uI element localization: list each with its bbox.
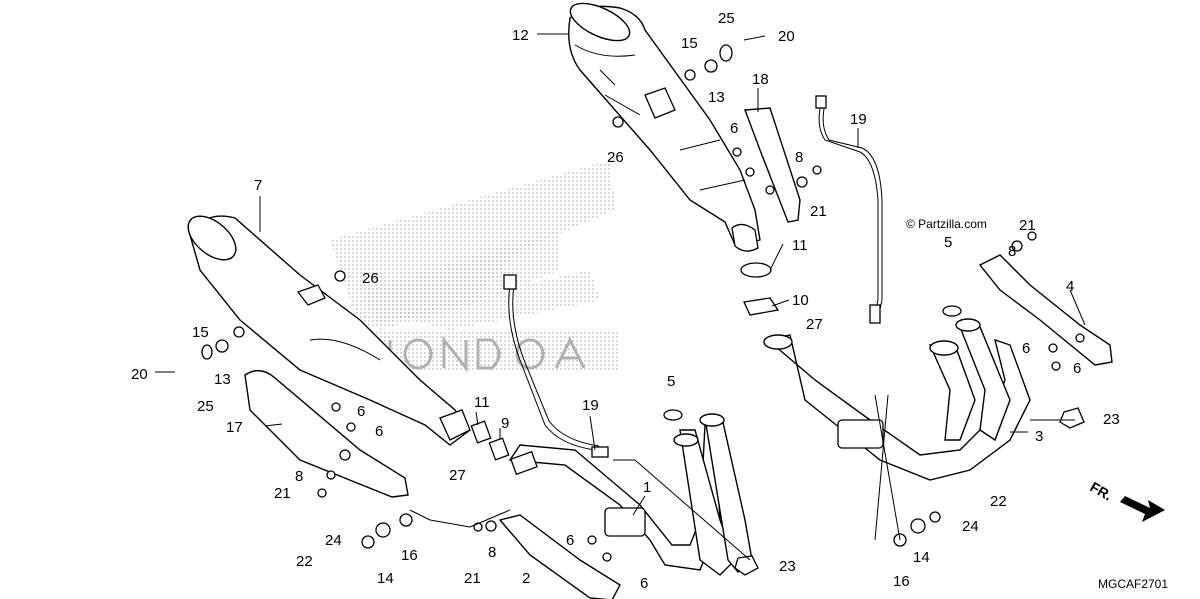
callout-11: 11 [474, 394, 490, 411]
callout-20: 20 [778, 28, 795, 45]
callout-19: 19 [850, 111, 867, 128]
callout-26: 26 [362, 270, 379, 287]
callout-8: 8 [488, 544, 496, 561]
callout-6: 6 [375, 423, 383, 440]
leader-lines [155, 33, 1086, 561]
o2-sensor-cable-left[interactable] [503, 274, 609, 458]
callout-16: 16 [401, 547, 418, 564]
callout-15: 15 [681, 35, 698, 52]
callout-11: 11 [792, 237, 808, 254]
callout-8: 8 [795, 149, 803, 166]
callout-22: 22 [990, 493, 1007, 510]
callout-24: 24 [325, 532, 342, 549]
callout-5: 5 [944, 234, 952, 251]
partzilla-watermark: © Partzilla.com [906, 217, 987, 231]
callout-7: 7 [254, 177, 262, 194]
callout-23: 23 [1103, 411, 1120, 428]
callout-22: 22 [296, 553, 313, 570]
callout-3: 3 [1035, 428, 1043, 445]
callout-14: 14 [913, 549, 930, 566]
callout-8: 8 [1008, 243, 1016, 260]
callout-2: 2 [522, 570, 530, 587]
callout-19: 19 [582, 397, 599, 414]
callout-27: 27 [449, 467, 466, 484]
callout-6: 6 [640, 575, 648, 592]
wing-emblem-watermark [330, 160, 620, 373]
muffler-left[interactable] [180, 208, 471, 446]
callout-4: 4 [1066, 278, 1074, 295]
callout-9: 9 [501, 415, 509, 432]
muffler-right[interactable] [565, 0, 761, 252]
callout-8: 8 [295, 468, 303, 485]
callout-18: 18 [752, 71, 769, 88]
callout-21: 21 [464, 570, 481, 587]
heat-guard-2[interactable] [498, 514, 621, 599]
direction-label: FR. [1088, 478, 1116, 503]
hardware-parts [201, 44, 1085, 576]
callout-1: 1 [643, 479, 651, 496]
callout-6: 6 [730, 120, 738, 137]
callout-20: 20 [131, 366, 148, 383]
callout-27: 27 [806, 316, 823, 333]
callout-26: 26 [607, 149, 624, 166]
heat-guard-4[interactable] [978, 254, 1113, 366]
callout-6: 6 [357, 403, 365, 420]
callout-17: 17 [226, 419, 243, 436]
callout-21: 21 [1019, 217, 1036, 234]
callout-21: 21 [274, 485, 291, 502]
callout-13: 13 [214, 371, 231, 388]
callout-24: 24 [962, 518, 979, 535]
callout-15: 15 [192, 324, 209, 341]
callout-6: 6 [566, 532, 574, 549]
heat-shield-17[interactable] [244, 370, 409, 498]
exhaust-pipe-3[interactable] [763, 318, 1031, 481]
callout-labels: 12 15 25 20 13 18 6 8 21 19 26 7 26 11 1… [131, 10, 1120, 592]
callout-12: 12 [512, 27, 529, 44]
callout-6: 6 [1022, 340, 1030, 357]
callout-13: 13 [708, 89, 725, 106]
front-direction-arrow [1120, 496, 1165, 522]
callout-16: 16 [893, 573, 910, 590]
callout-5: 5 [667, 373, 675, 390]
callout-6: 6 [1073, 360, 1081, 377]
heat-shield-18[interactable] [744, 107, 801, 223]
callout-23: 23 [779, 558, 796, 575]
o2-sensor-cable-top[interactable] [815, 95, 883, 324]
exhaust-pipe-1[interactable] [508, 413, 753, 576]
callout-25: 25 [718, 10, 735, 27]
callout-25: 25 [197, 398, 214, 415]
callout-14: 14 [377, 570, 394, 587]
diagram-code: MGCAF2701 [1098, 577, 1168, 591]
callout-21: 21 [810, 203, 827, 220]
callout-10: 10 [792, 292, 809, 309]
